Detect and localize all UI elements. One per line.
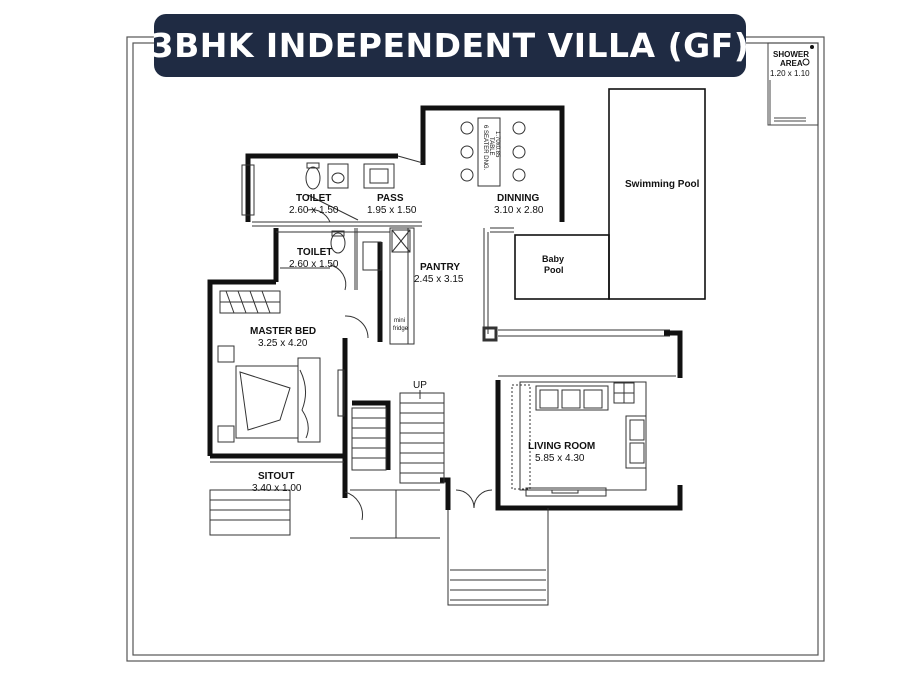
sitout-label: SITOUT: [258, 471, 294, 482]
toilet1-size: 2.60 x 1.50: [289, 205, 339, 216]
baby-pool: [514, 234, 610, 300]
stair-up-label: UP: [413, 380, 427, 391]
mini-fridge-label-line1: mini: [394, 318, 405, 324]
master-bed-size: 3.25 x 4.20: [258, 338, 308, 349]
sitout-size: 3.40 x 1.00: [252, 483, 302, 494]
shower-area-size: 1.20 x 1.10: [770, 69, 810, 78]
toilet2-label: TOILET: [297, 247, 332, 258]
interior-lines: [209, 155, 676, 606]
toilet-fixtures: [305, 162, 411, 271]
staircase: [351, 390, 445, 484]
baby-pool-label-line2: Pool: [544, 265, 564, 275]
page-title: 3BHK INDEPENDENT VILLA (GF): [150, 26, 750, 65]
baby-pool-label-line1: Baby: [542, 254, 564, 264]
dining-table-label-line1: 6 SEATER DNG.: [482, 125, 488, 171]
mini-fridge-label-line2: fridge: [393, 326, 409, 332]
swimming-pool-label: Swimming Pool: [625, 179, 700, 190]
pantry-size: 2.45 x 3.15: [414, 274, 464, 285]
pantry-label: PANTRY: [420, 262, 460, 273]
toilet1-label: TOILET: [296, 193, 331, 204]
exterior-walls: [207, 105, 683, 511]
swimming-pool: [608, 88, 706, 300]
shower-area-label-line2: AREA: [780, 59, 803, 68]
dining-table-label-line2: TABLE: [488, 137, 494, 156]
pass-label: PASS: [377, 193, 404, 204]
master-bed-furniture: [217, 290, 345, 443]
plot-boundary-inner: [132, 42, 819, 656]
living-room-label: LIVING ROOM: [528, 441, 595, 452]
title-banner: 3BHK INDEPENDENT VILLA (GF): [151, 14, 749, 77]
shower-area: [767, 42, 819, 126]
dining-table-label-line3: 1.70x0.85: [494, 131, 500, 158]
master-bed-label: MASTER BED: [250, 326, 316, 337]
plot-boundary: [126, 36, 825, 662]
toilet2-size: 2.60 x 1.50: [289, 259, 339, 270]
living-room-furniture: [511, 381, 647, 497]
dinning-label: DINNING: [497, 193, 539, 204]
shower-area-label-line1: SHOWER: [773, 50, 809, 59]
pass-size: 1.95 x 1.50: [367, 205, 417, 216]
living-room-size: 5.85 x 4.30: [535, 453, 585, 464]
dinning-size: 3.10 x 2.80: [494, 205, 544, 216]
dining-table: [460, 117, 526, 187]
